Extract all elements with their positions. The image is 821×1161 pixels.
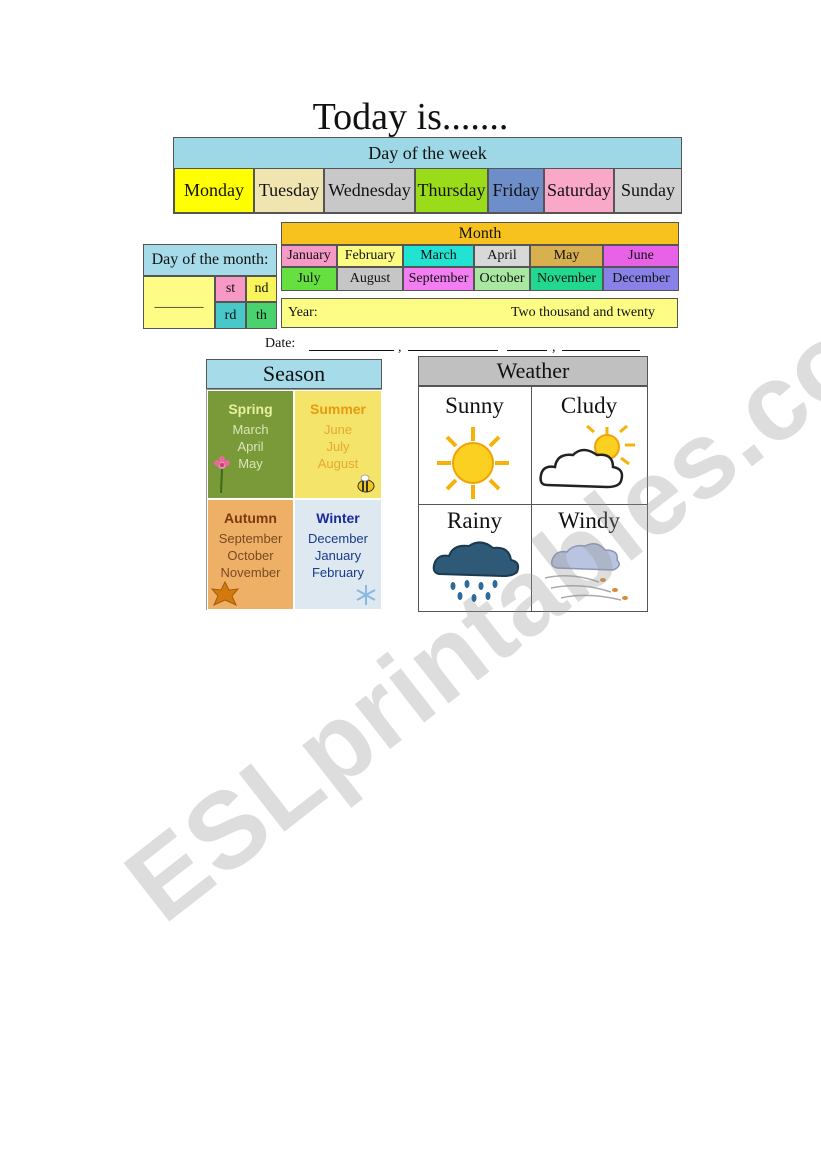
day-sunday: Sunday [614,168,682,213]
page-title: Today is....... [312,96,509,138]
weather-sunny: Sunny [419,387,530,503]
suffix-rd: rd [215,302,246,329]
date-label: Date: [265,336,296,351]
month-june: June [603,245,679,267]
month-november: November [530,267,603,291]
day-friday: Friday [488,168,544,213]
season-winter: Winter December January February [294,499,382,610]
date-separator-2: , [552,340,556,355]
weather-windy-label: Windy [558,508,620,533]
summer-month: August [317,456,359,471]
sun-icon [437,427,509,499]
day-thursday: Thursday [415,168,488,213]
day-saturday: Saturday [544,168,614,213]
autumn-month: October [227,548,274,563]
date-blank-1[interactable] [309,350,394,351]
month-march: March [403,245,474,267]
month-december: December [603,267,679,291]
year-value: Two thousand and twenty [510,305,655,320]
autumn-month: September [218,531,283,546]
season-spring: Spring March April May [207,390,294,499]
month-february: February [337,245,403,267]
year-label: Year: [288,305,318,320]
autumn-month: November [220,565,281,580]
suffix-th: th [246,302,277,329]
weather-rainy-label: Rainy [447,508,502,533]
rain-cloud-icon [432,541,520,602]
wind-cloud-icon [544,543,628,601]
weather-sunny-label: Sunny [445,393,504,418]
weather-cloudy: Cludy [531,387,647,503]
month-august: August [337,267,403,291]
date-blank-2[interactable] [408,350,498,351]
day-of-month-header: Day of the month: [143,244,277,276]
snowflake-icon [356,585,376,605]
week-header: Day of the week [174,138,681,169]
weather-cloudy-label: Cludy [560,393,618,418]
day-of-month-blank[interactable]: _______ [143,276,215,329]
month-january: January [281,245,337,267]
season-winter-name: Winter [316,510,360,526]
bee-icon [357,474,375,493]
summer-month: June [323,422,353,437]
date-line: Date: , , [265,336,645,356]
weather-grid [418,386,648,612]
cloud-sun-icon [539,425,635,489]
season-autumn: Autumn September October November [207,499,294,610]
month-header: Month [281,222,679,245]
summer-month: July [326,439,350,454]
winter-month: January [314,548,362,563]
month-july: July [281,267,337,291]
month-may: May [530,245,603,267]
leaf-icon [210,580,240,606]
spring-month: March [232,422,269,437]
weather-header: Weather [418,356,648,386]
month-october: October [474,267,530,291]
season-summer: Summer June July August [294,390,382,499]
year-box: Year: Two thousand and twenty [281,298,678,328]
date-blank-3[interactable] [507,350,547,351]
flower-icon [214,456,230,494]
weather-rainy: Rainy [419,504,530,611]
date-separator-1: , [398,340,402,355]
suffix-nd: nd [246,276,277,302]
month-april: April [474,245,530,267]
spring-month: April [237,439,264,454]
weather-windy: Windy [531,504,647,611]
month-september: September [403,267,474,291]
winter-month: December [308,531,368,546]
date-blank-4[interactable] [562,350,640,351]
day-tuesday: Tuesday [254,168,324,213]
season-autumn-name: Autumn [224,510,277,526]
spring-month: May [238,456,263,471]
season-header: Season [206,359,382,389]
winter-month: February [311,565,365,580]
day-wednesday: Wednesday [324,168,415,213]
suffix-st: st [215,276,246,302]
season-summer-name: Summer [309,401,367,417]
season-spring-name: Spring [228,401,273,417]
day-monday: Monday [174,168,254,213]
